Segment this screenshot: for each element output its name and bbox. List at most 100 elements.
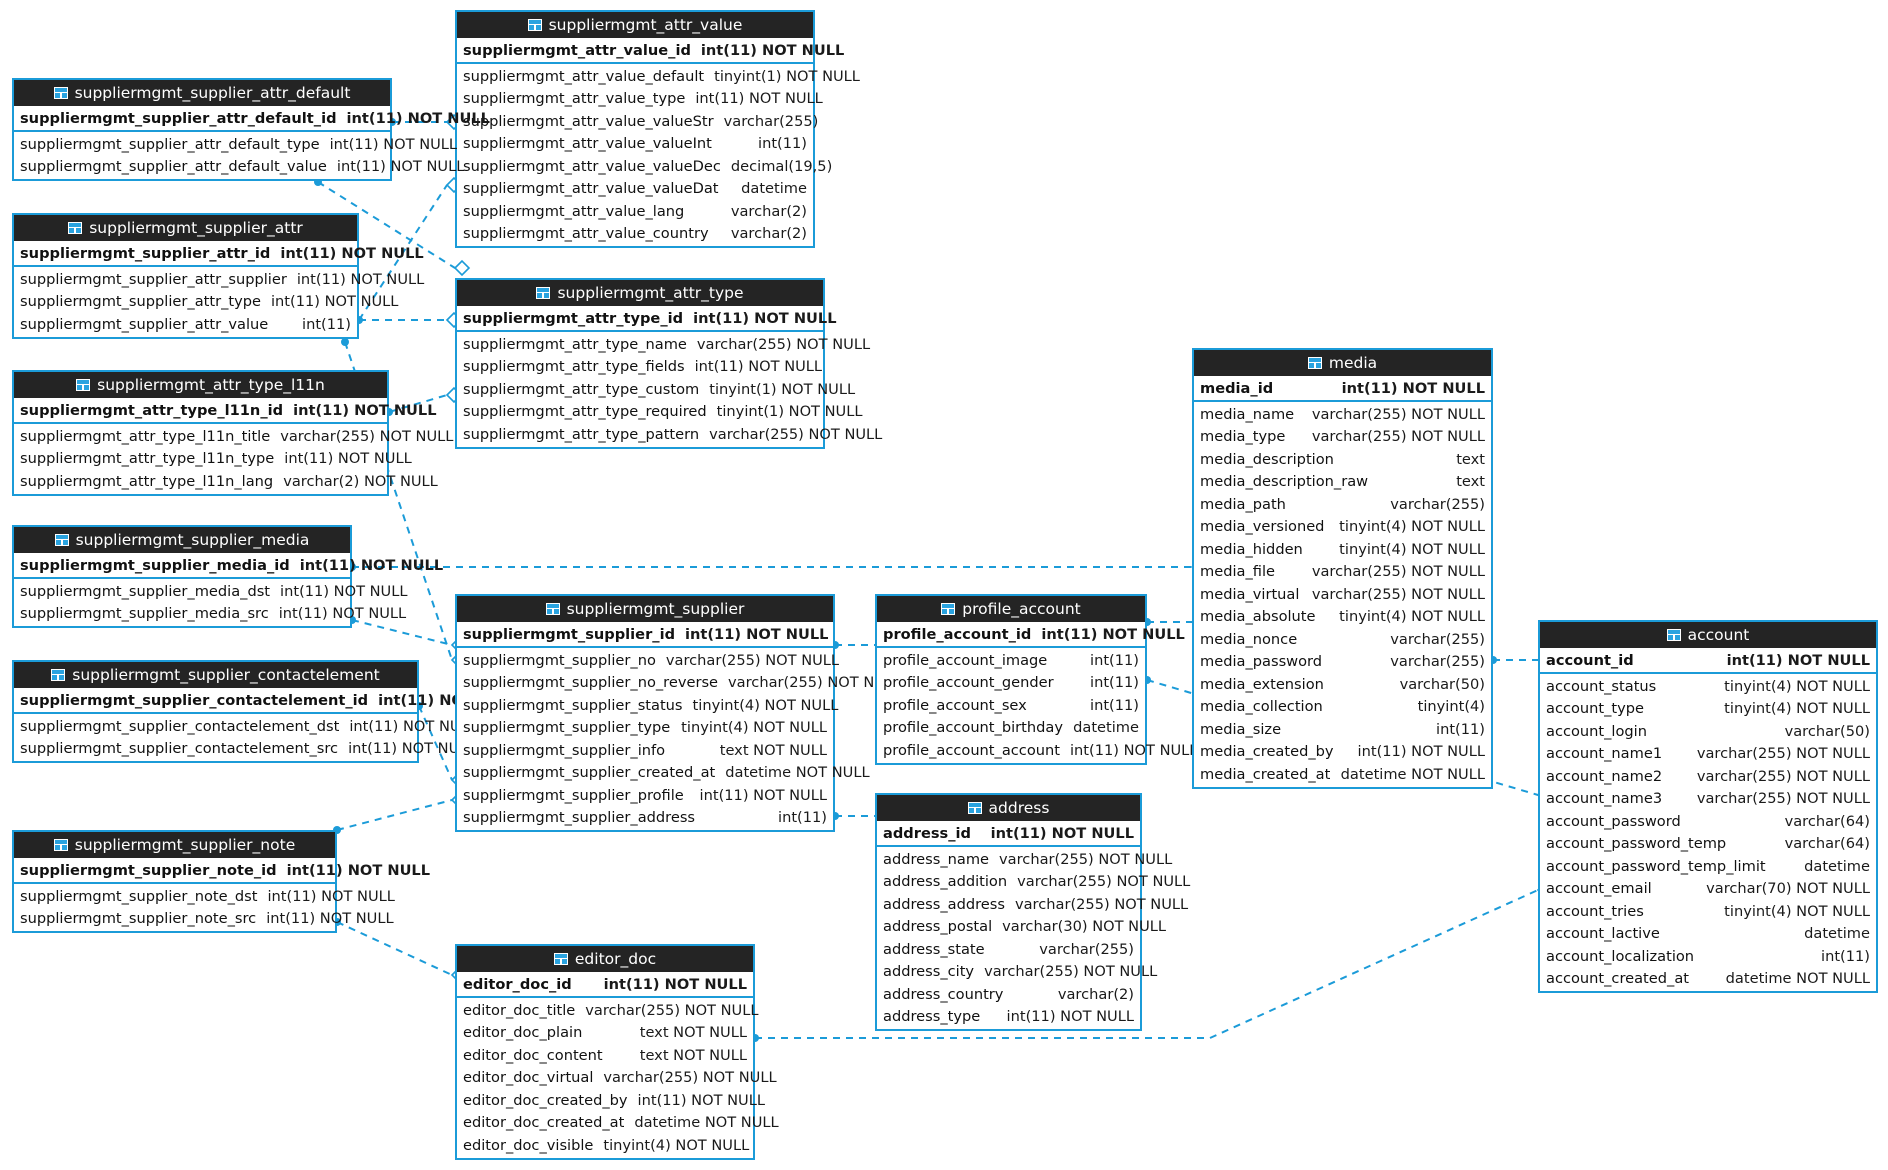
table-header-profile_account[interactable]: profile_account	[877, 596, 1145, 622]
table-header-suppliermgmt_supplier_media[interactable]: suppliermgmt_supplier_media	[14, 527, 350, 553]
table-header-account[interactable]: account	[1540, 622, 1876, 648]
table-header-suppliermgmt_supplier_contactelement[interactable]: suppliermgmt_supplier_contactelement	[14, 662, 417, 688]
column-row[interactable]: suppliermgmt_supplier_attr_default_value…	[14, 155, 464, 178]
table-header-suppliermgmt_supplier_attr[interactable]: suppliermgmt_supplier_attr	[14, 215, 357, 241]
column-row[interactable]: suppliermgmt_supplier_contactelement_src…	[14, 737, 476, 760]
table-header-suppliermgmt_attr_value[interactable]: suppliermgmt_attr_value	[457, 12, 813, 38]
table-header-suppliermgmt_supplier_note[interactable]: suppliermgmt_supplier_note	[14, 832, 335, 858]
column-row[interactable]: suppliermgmt_supplier_contactelement_dst…	[14, 715, 477, 738]
table-suppliermgmt_attr_type_l11n[interactable]: suppliermgmt_attr_type_l11n suppliermgmt_…	[12, 370, 453, 496]
table-header-address[interactable]: address	[877, 795, 1140, 821]
table-header-suppliermgmt_attr_type_l11n[interactable]: suppliermgmt_attr_type_l11n	[14, 372, 387, 398]
table-header-suppliermgmt_attr_type[interactable]: suppliermgmt_attr_type	[457, 280, 823, 306]
table-header-editor_doc[interactable]: editor_doc	[457, 946, 753, 972]
table-header-media[interactable]: media	[1194, 350, 1491, 376]
